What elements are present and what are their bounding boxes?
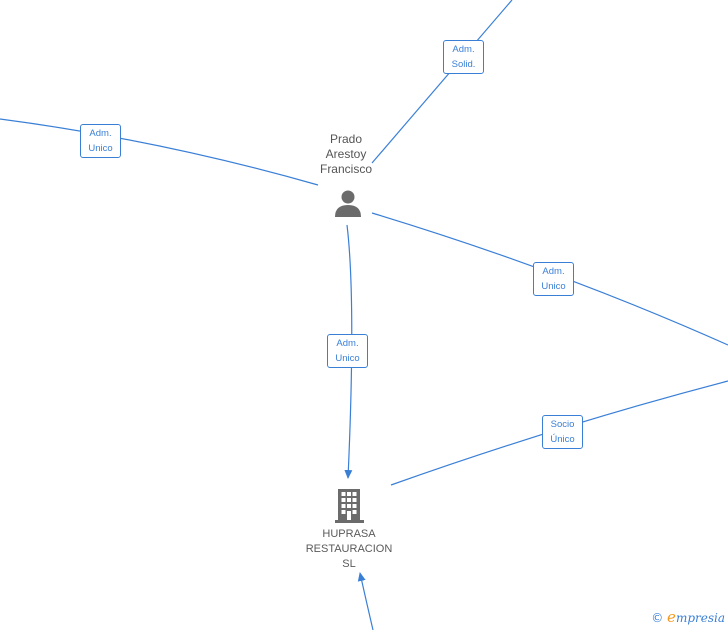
person-name-line-3: Francisco <box>319 162 372 176</box>
edge-label-top-right-line-1: Adm. <box>452 44 475 55</box>
edge-label-left[interactable]: Adm. Unico <box>80 124 121 158</box>
company-name-line-3: SL <box>342 558 356 570</box>
edge-label-person-company-line-1: Adm. <box>336 338 359 349</box>
copyright-symbol: © <box>651 611 664 625</box>
edge-label-socio-line-1: Socio <box>550 419 575 430</box>
person-icon[interactable] <box>333 188 363 218</box>
edge-label-right[interactable]: Adm. Unico <box>533 262 574 296</box>
brand-name: mpresia <box>675 611 725 625</box>
edge-label-person-company-line-2: Unico <box>335 353 360 364</box>
person-name-line-2: Arestoy <box>325 147 367 161</box>
person-name-line-1: Prado <box>329 132 363 146</box>
edge-label-left-line-1: Adm. <box>89 128 112 139</box>
building-icon[interactable] <box>335 487 365 523</box>
company-name[interactable]: HUPRASA RESTAURACION SL <box>290 527 408 572</box>
edge-line-left <box>0 118 319 186</box>
company-name-line-2: RESTAURACION <box>305 543 393 555</box>
edge-label-top-right[interactable]: Adm. Solid. <box>443 40 484 74</box>
company-name-line-1: HUPRASA <box>322 528 376 540</box>
empresia-logo-icon: e <box>667 608 676 626</box>
edge-label-socio-line-2: Único <box>550 434 575 445</box>
person-name[interactable]: Prado Arestoy Francisco <box>298 132 394 177</box>
edge-label-right-line-1: Adm. <box>542 266 565 277</box>
edge-line-person-company <box>344 224 353 479</box>
empresia-watermark: © empresia <box>651 608 725 626</box>
edge-line-bottom <box>357 572 374 630</box>
edge-label-right-line-2: Unico <box>541 281 566 292</box>
edge-label-left-line-2: Unico <box>88 143 113 154</box>
edge-label-person-company[interactable]: Adm. Unico <box>327 334 368 368</box>
edge-label-socio[interactable]: Socio Único <box>542 415 583 449</box>
edge-line-top-right <box>371 0 513 164</box>
edge-label-top-right-line-2: Solid. <box>451 59 476 70</box>
